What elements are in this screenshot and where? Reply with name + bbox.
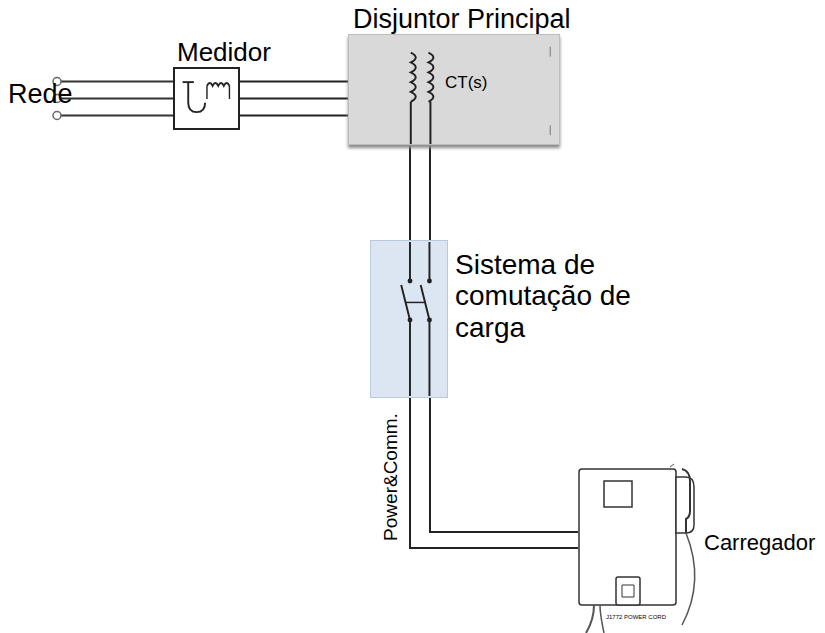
wire-connector <box>240 82 348 116</box>
charging-gun <box>682 469 690 533</box>
breaker-lead <box>411 102 431 144</box>
charger-socket <box>616 577 640 605</box>
switch-contact <box>427 279 432 284</box>
node-symbol <box>371 241 447 397</box>
node-symbol <box>175 69 238 128</box>
meter-symbol <box>183 81 194 83</box>
switch-box: Sistema de comutação de carga <box>370 240 448 398</box>
charger-mark <box>670 464 674 467</box>
ct-coil <box>411 53 416 102</box>
power-cord <box>586 605 594 633</box>
switch-title: Sistema de comutação de carga <box>455 249 655 343</box>
grid-wire <box>61 98 173 100</box>
ct-coil <box>428 53 433 102</box>
cord-label: J1772 POWER CORD <box>606 614 666 621</box>
switch-contact <box>427 318 432 323</box>
charger-socket <box>622 585 634 597</box>
switch-contact <box>408 318 413 323</box>
switch-lead <box>410 242 429 396</box>
breaker-box: Disjuntor PrincipalCT(s) <box>348 34 560 145</box>
charger-screen <box>604 481 632 507</box>
wire-connector <box>410 398 578 548</box>
power-cord <box>600 605 604 633</box>
breaker-title: Disjuntor Principal <box>353 4 571 34</box>
grid-wire <box>61 81 173 83</box>
meter-coil-lead <box>207 86 229 99</box>
terminal-circle <box>53 112 61 120</box>
meter-coil <box>207 83 229 86</box>
ct-label: CT(s) <box>445 73 487 92</box>
wire-label: Power&Comm. <box>381 411 402 543</box>
grid-wires <box>61 82 173 116</box>
gun-cable <box>682 533 695 625</box>
meter-box: Medidor <box>173 67 240 130</box>
grid-wire <box>61 115 173 117</box>
charger-title: Carregador <box>704 531 815 556</box>
switch-link <box>405 302 425 303</box>
grid-label: Rede <box>8 80 73 110</box>
switch-blade <box>401 285 429 320</box>
switch-contact <box>408 279 413 284</box>
panel-mark <box>550 47 551 135</box>
meter-title: Medidor <box>177 38 271 67</box>
node-symbol <box>578 465 700 633</box>
charger-body <box>579 469 676 605</box>
meter-symbol <box>188 82 205 112</box>
charger-unit: Carregador <box>578 465 700 633</box>
wire-connector <box>410 145 430 240</box>
